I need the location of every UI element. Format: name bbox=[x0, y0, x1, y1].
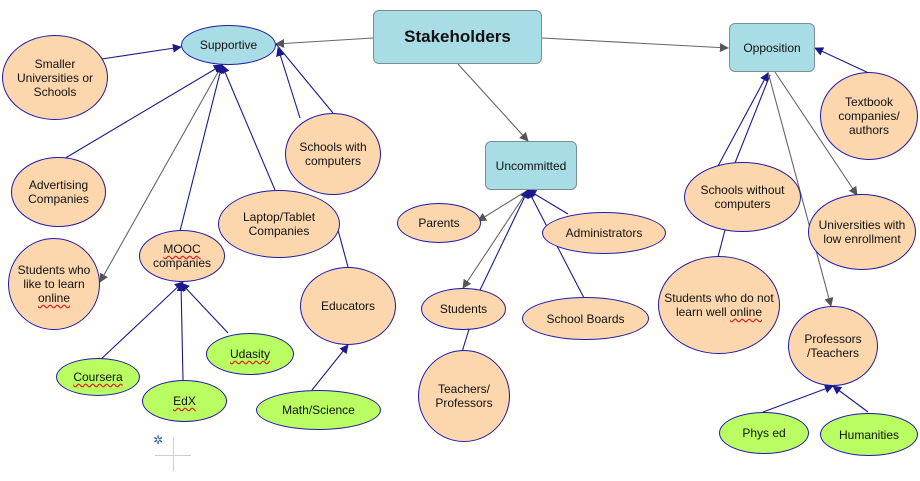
edge-schools-without-students bbox=[717, 229, 726, 258]
node-supportive[interactable]: Supportive bbox=[181, 25, 276, 65]
node-label: EdX bbox=[173, 394, 196, 408]
edge-physed-professors bbox=[762, 384, 834, 413]
node-label: Udasity bbox=[229, 347, 270, 361]
gear-icon[interactable]: ✲ bbox=[153, 433, 164, 447]
node-students-not-online[interactable]: Students who do not learn well online bbox=[658, 256, 780, 354]
node-administrators[interactable]: Administrators bbox=[542, 212, 666, 254]
edge-students-uncommitted bbox=[479, 189, 529, 291]
edge-laptop-supportive bbox=[221, 64, 276, 191]
node-schools-with-computers[interactable]: Schools with computers bbox=[285, 113, 381, 195]
edge-edx-mooc bbox=[176, 282, 186, 381]
edge-textbook-opposition bbox=[814, 47, 874, 76]
node-label: Students who do not learn well online bbox=[664, 291, 774, 319]
edge-students-teachers bbox=[461, 325, 471, 353]
edge-coursera-mooc bbox=[97, 281, 184, 363]
edge-opposition-universities bbox=[774, 71, 858, 196]
node-smaller-universities[interactable]: Smaller Universities or Schools bbox=[2, 35, 108, 120]
node-label: MOOC companies bbox=[152, 242, 212, 270]
node-edx[interactable]: EdX bbox=[142, 380, 227, 422]
edge-stakeholders-uncommitted bbox=[457, 63, 529, 142]
node-humanities[interactable]: Humanities bbox=[820, 413, 918, 456]
node-udasity[interactable]: Udasity bbox=[206, 333, 294, 375]
edge-schools-without-opposition bbox=[717, 72, 769, 167]
node-phys-ed[interactable]: Phys ed bbox=[719, 412, 809, 454]
node-textbook-companies[interactable]: Textbook companies/ authors bbox=[820, 72, 918, 160]
node-stakeholders[interactable]: Stakeholders bbox=[373, 10, 542, 64]
edge-uncommitted-parents bbox=[477, 189, 529, 222]
node-universities-low-enrollment[interactable]: Universities with low enrollment bbox=[808, 194, 916, 270]
edge-humanities-professors bbox=[832, 385, 869, 413]
node-students[interactable]: Students bbox=[421, 288, 506, 330]
node-label: Coursera bbox=[73, 370, 123, 384]
node-professors-teachers[interactable]: Professors /Teachers bbox=[788, 306, 878, 386]
node-uncommitted[interactable]: Uncommitted bbox=[485, 141, 577, 190]
node-math-science[interactable]: Math/Science bbox=[256, 390, 381, 430]
edge-mooc-supportive bbox=[179, 64, 225, 232]
node-educators[interactable]: Educators bbox=[300, 267, 396, 345]
edge-udasity-mooc bbox=[180, 282, 229, 334]
edge-schools-supportive-2 bbox=[275, 43, 334, 114]
node-opposition[interactable]: Opposition bbox=[729, 23, 815, 72]
edge-stakeholders-opposition bbox=[541, 37, 729, 53]
edge-stakeholders-supportive bbox=[275, 37, 374, 48]
edge-supportive-students bbox=[99, 64, 223, 283]
node-mooc-companies[interactable]: MOOC companies bbox=[139, 230, 225, 282]
node-laptop-tablet[interactable]: Laptop/Tablet Companies bbox=[218, 190, 340, 258]
edge-advertising-supportive bbox=[61, 64, 223, 161]
node-students-like-online[interactable]: Students who like to learn online bbox=[8, 238, 100, 330]
node-school-boards[interactable]: School Boards bbox=[522, 297, 649, 340]
node-advertising-companies[interactable]: Advertising Companies bbox=[11, 157, 106, 227]
edge-uncommitted-students bbox=[462, 189, 529, 289]
edge-math-educators bbox=[311, 344, 349, 391]
node-parents[interactable]: Parents bbox=[397, 203, 481, 243]
edge-laptop-educators bbox=[337, 229, 349, 268]
node-teachers-professors[interactable]: Teachers/ Professors bbox=[418, 350, 510, 442]
edge-smaller-supportive bbox=[94, 43, 182, 61]
edge-schools-without-opposition-2 bbox=[734, 74, 771, 164]
edge-schools-supportive bbox=[276, 47, 301, 119]
node-label: Students who like to learn online bbox=[17, 263, 91, 305]
node-schools-without-computers[interactable]: Schools without computers bbox=[684, 162, 801, 232]
crosshair-vertical bbox=[173, 437, 174, 471]
node-coursera[interactable]: Coursera bbox=[56, 358, 140, 396]
